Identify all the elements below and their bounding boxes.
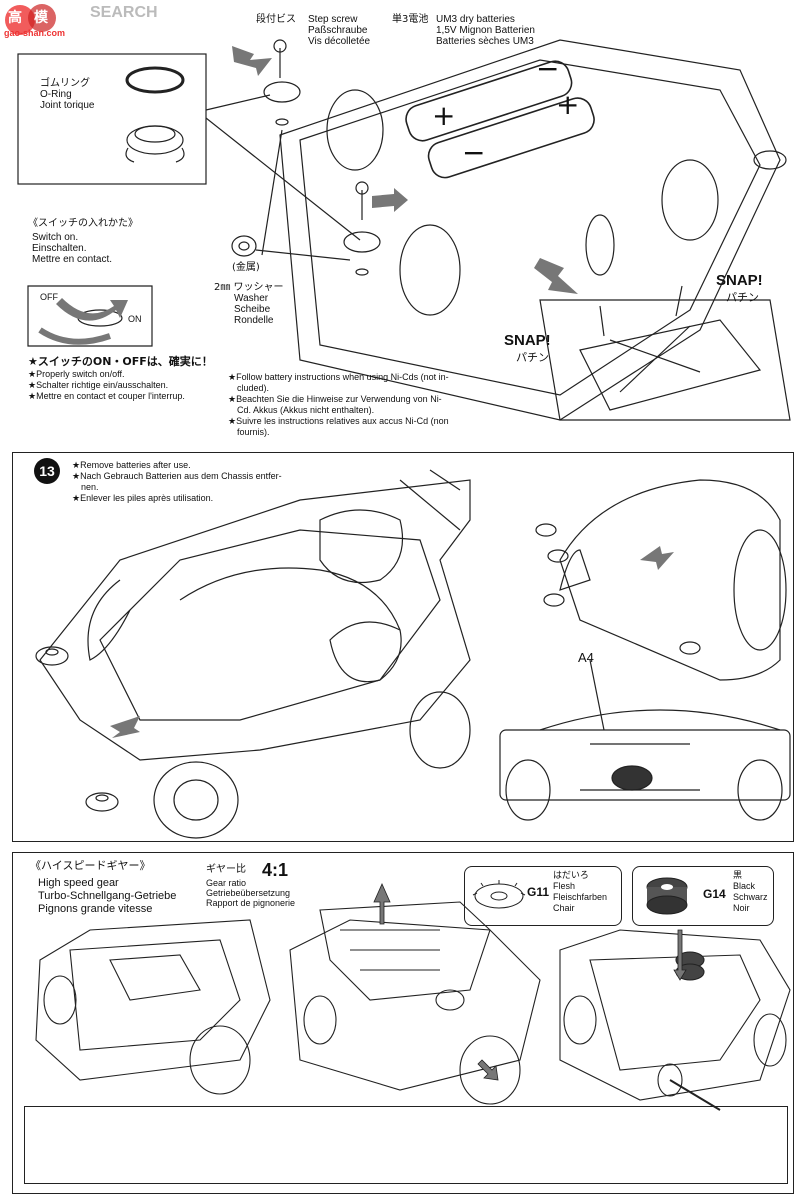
gear-g14-box: G14 黒 Black Schwarz Noir (632, 866, 774, 926)
watermark-logo: 高 模 SEARCH gao-shan.com (2, 0, 162, 40)
step13-notes: ★Remove batteries after use. ★Nach Gebra… (72, 460, 282, 503)
step13-number-badge: 13 (34, 458, 60, 484)
oring-label: ゴムリング O-Ring Joint torique (40, 78, 95, 111)
gear-g11-icon (472, 880, 526, 909)
switch-on-text: ON (128, 314, 142, 324)
gear-g11-names: はだいろ Flesh Fleischfarben Chair (553, 871, 608, 913)
gear-ratio-text: Gear ratio Getriebeübersetzung Rapport d… (206, 878, 296, 908)
snap-right-label: SNAP! パチン (716, 272, 763, 304)
gear-ratio-value: 4:1 (262, 860, 289, 880)
gear-ratio-jp: ギヤー比 (206, 864, 246, 875)
snap-left-label: SNAP! パチン (504, 332, 551, 364)
svg-text:高: 高 (8, 9, 22, 26)
watermark-search-text: SEARCH (90, 4, 158, 21)
gear-heading: 《ハイスピードギヤー》 High speed gear Turbo-Schnel… (30, 859, 177, 915)
part-a4-label: A4 (578, 650, 594, 665)
gear-g14-icon (646, 877, 688, 915)
gear-g14-code: G14 (703, 887, 726, 901)
watermark-logo-icon: 高 模 (5, 4, 56, 35)
switch-off-text: OFF (40, 292, 58, 302)
watermark-site-text: gao-shan.com (4, 28, 66, 38)
washer-label: 2㎜ ワッシャー Washer Scheibe Rondelle (214, 282, 284, 326)
step13-number: 13 (39, 463, 55, 479)
gear-g11-box: G11 はだいろ Flesh Fleischfarben Chair (464, 866, 622, 926)
step13-panel (12, 452, 794, 842)
switch-note: ★スイッチのON・OFFは、確実に！ ★Properly switch on/o… (28, 355, 213, 401)
svg-text:模: 模 (34, 9, 49, 26)
empty-notes-box (24, 1106, 788, 1184)
metal-label: (金属) (232, 262, 260, 273)
gear-g11-code: G11 (527, 885, 550, 899)
gear-g14-names: 黒 Black Schwarz Noir (733, 871, 768, 913)
switch-on-label: 《スイッチの入れかた》 Switch on. Einschalten. Mett… (28, 218, 138, 265)
nicd-note: ★Follow battery instructions when using … (228, 372, 449, 437)
